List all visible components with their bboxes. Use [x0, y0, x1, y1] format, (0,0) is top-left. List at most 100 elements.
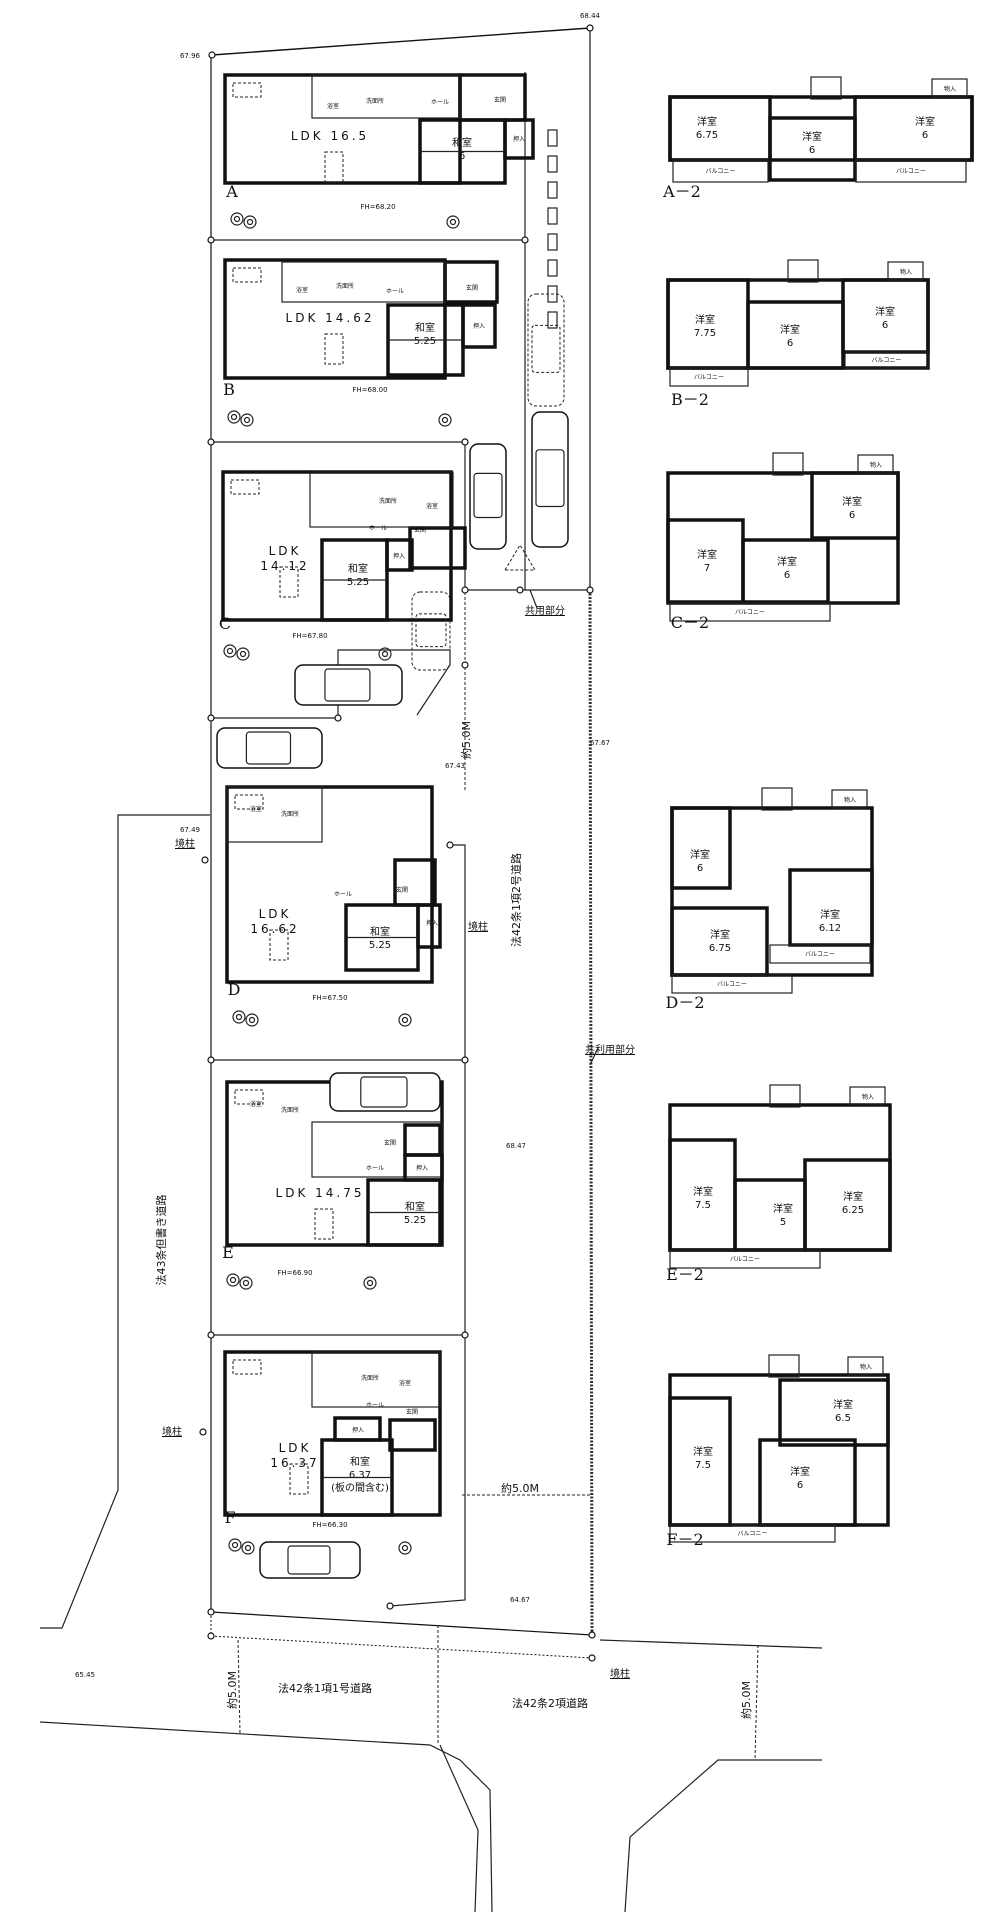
- level-label: 64.67: [510, 1596, 530, 1604]
- stairs-icon: [810, 76, 842, 100]
- floor2-room: [670, 906, 769, 977]
- balcony-label: バルコニー: [735, 609, 765, 616]
- hall-label: ホール: [366, 1165, 384, 1172]
- room-name-label: 洋室: [693, 1185, 713, 1198]
- washitsu-size-label: 5.25: [347, 577, 369, 588]
- stairs-icon: [772, 452, 804, 476]
- floor-height-label: FH=66.90: [277, 1269, 312, 1277]
- bath-label: 浴室: [327, 102, 339, 110]
- floor2-label: F－2: [666, 1530, 703, 1549]
- storage-closet-label: 物入: [870, 461, 882, 469]
- boundary-point-icon: [461, 586, 469, 594]
- ldk-label: LDK 14.75: [276, 1186, 365, 1200]
- washitsu-label: 和室: [370, 925, 390, 938]
- closet-label: 押入: [513, 135, 525, 143]
- stepping-stone: [547, 129, 558, 147]
- room-name-label: 洋室: [790, 1465, 810, 1478]
- room-name-label: 洋室: [802, 130, 822, 143]
- entrance-porch: [393, 858, 437, 907]
- tree-icon: [248, 1016, 256, 1024]
- tree-icon: [438, 413, 452, 427]
- boundary-point-icon: [334, 714, 342, 722]
- boundary-point-icon: [386, 1602, 394, 1610]
- ldk-size-label: 16.62: [250, 922, 299, 936]
- stepping-stone: [547, 311, 558, 329]
- storage-closet: [887, 261, 924, 281]
- tree-icon: [233, 215, 241, 223]
- washitsu-label: 和室: [452, 136, 472, 149]
- shared-area-hatch: [504, 544, 536, 571]
- storage-closet: [847, 1356, 884, 1376]
- tree-icon: [239, 1276, 253, 1290]
- floor2-room: [758, 1438, 857, 1527]
- road-lines: [39, 592, 823, 1912]
- boundary-point-icon: [461, 661, 469, 669]
- hall-label: ホール: [366, 1402, 384, 1409]
- boundary-point-icon: [207, 1331, 215, 1339]
- dining-table: [289, 1463, 309, 1495]
- tree-icon: [231, 1541, 239, 1549]
- boundary-point-icon: [586, 586, 594, 594]
- level-label: 67.67: [590, 739, 610, 747]
- car-roof-icon: [473, 472, 503, 519]
- balcony: [844, 351, 929, 369]
- balcony: [671, 974, 793, 994]
- kitchen-counter: [234, 794, 264, 810]
- room-name-label: 洋室: [820, 908, 840, 921]
- room-name-label: 洋室: [777, 555, 797, 568]
- level-label: 67.49: [180, 826, 200, 834]
- stepping-stone: [547, 285, 558, 303]
- level-label: 68.47: [506, 1142, 526, 1150]
- balcony-label: バルコニー: [872, 357, 902, 364]
- floor-height-label: FH=68.20: [360, 203, 395, 211]
- washroom-label: 洗面所: [336, 282, 354, 290]
- tree-icon: [241, 1541, 255, 1555]
- room-name-label: 洋室: [695, 313, 715, 326]
- road-label: 法42条1項1号道路: [278, 1681, 372, 1695]
- room-size-label: 6.5: [835, 1413, 851, 1424]
- kitchen-counter: [232, 267, 262, 283]
- washitsu-label: 和室: [348, 562, 368, 575]
- closet-label: 押入: [473, 322, 485, 330]
- floor2-outline: [668, 95, 974, 162]
- room-name-label: 洋室: [842, 495, 862, 508]
- boundary-point-icon: [446, 841, 454, 849]
- room-size-label: 7: [704, 563, 710, 574]
- entrance-porch: [388, 1418, 437, 1452]
- floor2-label: C－2: [671, 613, 709, 632]
- car-icon: [294, 664, 403, 706]
- stepping-stone: [547, 155, 558, 173]
- car-roof-icon: [324, 668, 371, 702]
- floor2-outline: [670, 806, 874, 977]
- lot-label: E: [222, 1243, 234, 1262]
- dining-table: [269, 929, 289, 961]
- level-label: 67.43: [445, 762, 465, 770]
- room-name-label: 洋室: [697, 115, 717, 128]
- leader-line: [529, 589, 538, 609]
- tree-icon: [401, 1016, 409, 1024]
- balcony: [672, 159, 769, 183]
- room-size-label: 6.75: [696, 130, 718, 141]
- washitsu-size-label: 5.25: [414, 336, 436, 347]
- boundary-point-icon: [207, 714, 215, 722]
- balcony: [669, 1249, 821, 1269]
- storage-closet-label: 物入: [900, 268, 912, 276]
- entrance-porch: [408, 526, 467, 570]
- room-size-label: 6: [797, 1480, 803, 1491]
- storage-closet-label: 物入: [860, 1363, 872, 1371]
- bath-label: 浴室: [296, 286, 308, 294]
- leader-line: [589, 1047, 599, 1066]
- car-roof-icon: [287, 1545, 331, 1575]
- tree-icon: [243, 215, 257, 229]
- stepping-stone: [547, 233, 558, 251]
- tree-icon: [243, 416, 251, 424]
- ldk-label: LDK 14.62: [286, 311, 375, 325]
- balcony-label: バルコニー: [730, 1256, 760, 1263]
- washitsu-size-label: 5.25: [404, 1215, 426, 1226]
- car-icon: [527, 293, 565, 407]
- stepping-stone: [547, 259, 558, 277]
- service-rooms: [281, 261, 446, 303]
- level-label: 68.44: [580, 12, 601, 20]
- house-outline: [225, 785, 434, 984]
